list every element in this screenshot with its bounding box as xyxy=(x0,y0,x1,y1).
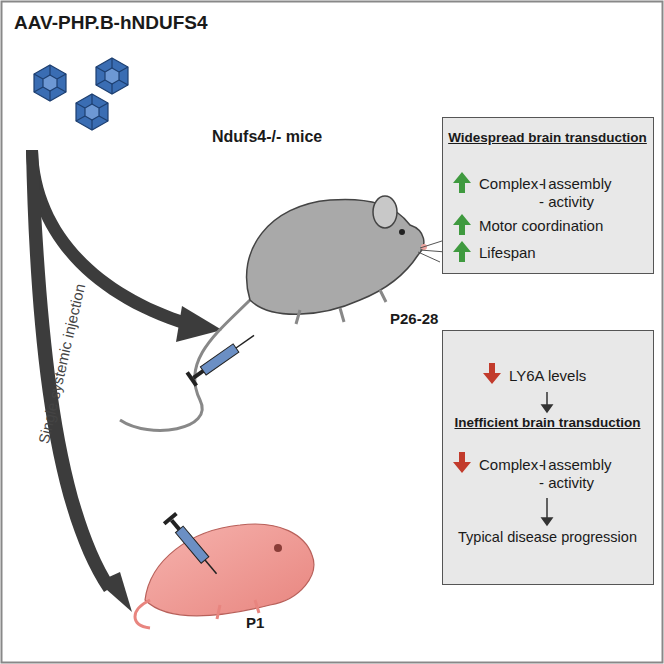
box-text: LY6A levels xyxy=(509,367,586,384)
box-heading: Inefficient brain transduction xyxy=(454,415,640,431)
syringe xyxy=(163,512,223,579)
pup-drawing xyxy=(135,524,314,628)
title: AAV-PHP.B-hNDUFS4 xyxy=(14,12,208,34)
result-box: Widespread brain transductionComplex I- … xyxy=(442,117,654,274)
virus-icons xyxy=(34,58,128,130)
box-heading: Widespread brain transduction xyxy=(448,130,647,146)
injection-arrows xyxy=(26,150,222,612)
label: P1 xyxy=(246,614,264,631)
label: P26-28 xyxy=(390,310,438,327)
box-text: - assembly xyxy=(539,175,612,192)
box-text: Complex I xyxy=(479,175,547,192)
box-text: Complex I xyxy=(479,456,547,473)
box-text: - activity xyxy=(539,474,594,491)
box-text: - activity xyxy=(539,193,594,210)
box-text: - assembly xyxy=(539,456,612,473)
box-text: Typical disease progression xyxy=(458,529,637,546)
syringe xyxy=(186,329,259,387)
result-box: LY6A levelsInefficient brain transductio… xyxy=(442,330,654,585)
box-text: Motor coordination xyxy=(479,217,603,234)
box-text: Lifespan xyxy=(479,244,536,261)
label: Ndufs4-/- mice xyxy=(212,128,322,146)
mouse-drawing xyxy=(120,196,446,430)
